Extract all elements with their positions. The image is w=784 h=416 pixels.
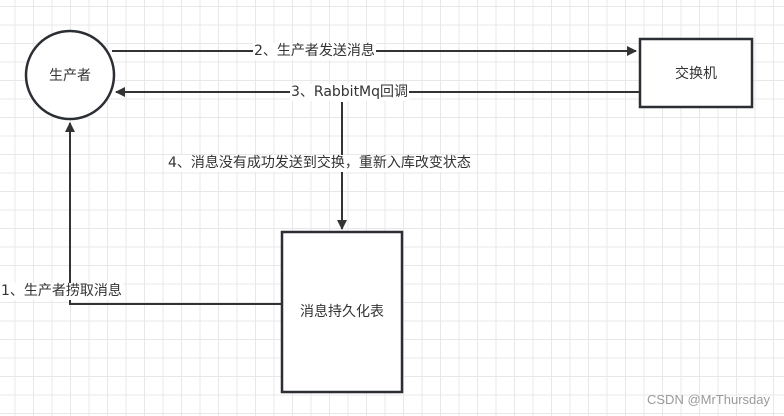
edge-label-step1: 1、生产者捞取消息 [0,283,123,300]
producer-label: 生产者 [49,68,91,84]
persistence-table-node[interactable]: 消息持久化表 [300,232,384,392]
producer-node[interactable]: 生产者 [26,31,114,119]
edge-step1 [65,122,282,305]
exchange-box[interactable] [638,37,754,109]
edge-label-step3: 3、RabbitMq回调 [290,84,410,101]
exchange-label: 交换机 [675,66,717,82]
persistence-table-label: 消息持久化表 [300,304,384,320]
watermark: CSDN @MrThursday [647,392,770,407]
producer-circle[interactable] [24,29,116,121]
edge-label-step2: 2、生产者发送消息 [253,43,376,60]
persistence-table-box[interactable] [280,230,404,394]
exchange-node[interactable]: 交换机 [640,39,752,107]
edge-label-step4: 4、消息没有成功发送到交换，重新入库改变状态 [167,155,472,172]
